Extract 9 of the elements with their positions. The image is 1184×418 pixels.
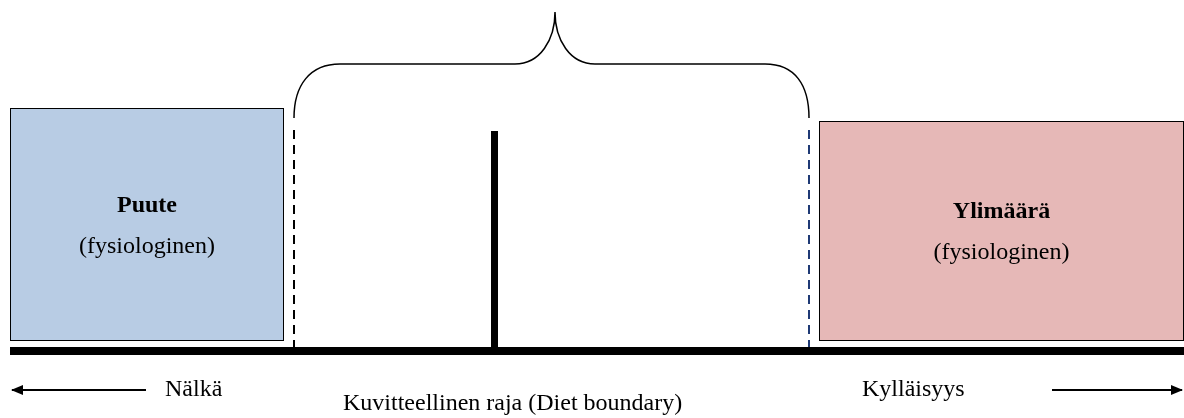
- axis-label: Kylläisyys: [862, 375, 965, 402]
- category-box: [819, 121, 1184, 341]
- category-box: [10, 108, 284, 341]
- axis-label: Nälkä: [165, 375, 223, 402]
- box-heading: Puute: [117, 190, 177, 218]
- box-subtitle: (fysiologinen): [79, 231, 215, 259]
- box-subtitle: (fysiologinen): [933, 238, 1070, 265]
- axis-label: Kuvitteellinen raja (Diet boundary): [343, 389, 683, 416]
- box-heading: Ylimäärä: [952, 197, 1051, 224]
